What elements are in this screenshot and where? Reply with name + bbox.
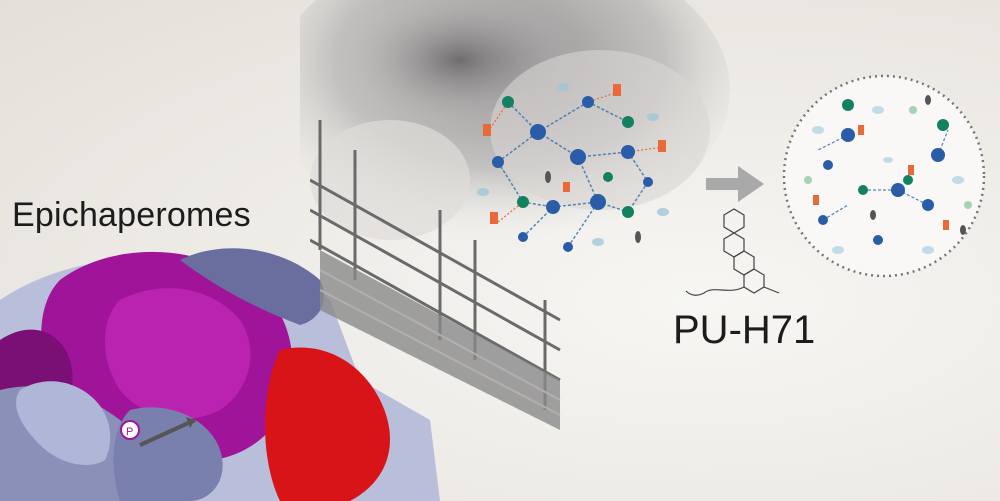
right-arrow-icon — [706, 166, 764, 202]
cloudy-sky-background — [300, 0, 730, 240]
phosphate-marker-icon — [120, 420, 140, 440]
drug-label: PU-H71 — [673, 308, 816, 352]
epichaperome-network-diagram — [477, 83, 669, 252]
protein-surface-image: P — [0, 248, 440, 501]
chemical-structure-icon — [685, 208, 780, 296]
scaffolding-icon — [310, 120, 561, 430]
svg-text:P: P — [126, 426, 133, 438]
epichaperomes-title: Epichaperomes — [12, 196, 251, 234]
disrupted-network-diagram — [782, 74, 986, 278]
